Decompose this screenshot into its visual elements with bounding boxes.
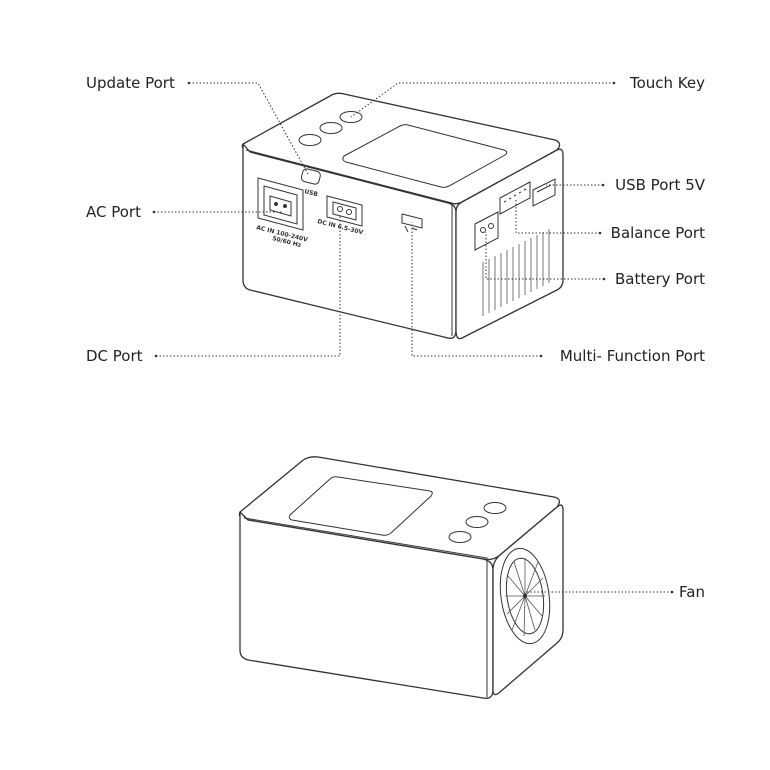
leader-battery-port xyxy=(485,232,604,280)
leader-lines xyxy=(152,81,674,594)
multi-function-port-icon[interactable] xyxy=(401,213,423,233)
front-face-2 xyxy=(239,511,494,699)
update-port-icon[interactable] xyxy=(300,168,322,185)
touch-key-5-icon[interactable] xyxy=(465,516,489,528)
device-rear-view: USB AC IN 100-240V 50/60 Hz DC IN 6.5-30… xyxy=(241,92,564,340)
display-screen xyxy=(342,124,508,188)
label-multi-function-port: Multi- Function Port xyxy=(560,347,705,365)
touch-key-3-icon[interactable] xyxy=(298,134,322,146)
label-update-port: Update Port xyxy=(86,74,175,92)
device-front-view xyxy=(238,456,564,699)
ac-port-icon[interactable] xyxy=(257,177,304,231)
battery-port-icon[interactable] xyxy=(474,211,499,251)
touch-key-6-icon[interactable] xyxy=(448,531,472,543)
leader-balance-port xyxy=(515,200,600,234)
display-screen-2 xyxy=(288,476,433,536)
balance-port-icon[interactable] xyxy=(499,181,531,215)
touch-key-4-icon[interactable] xyxy=(483,502,507,514)
callout-labels: Update Port AC Port DC Port Touch Key US… xyxy=(86,74,706,601)
usb-marking: USB xyxy=(304,188,319,198)
label-ac-port: AC Port xyxy=(86,203,141,221)
fan-icon xyxy=(499,547,551,645)
side-vent-grill xyxy=(482,229,550,316)
dc-port-icon[interactable] xyxy=(326,195,363,227)
label-fan: Fan xyxy=(679,583,705,601)
label-touch-key: Touch Key xyxy=(629,74,705,92)
label-balance-port: Balance Port xyxy=(611,224,705,242)
touch-key-2-icon[interactable] xyxy=(319,122,343,134)
leader-multi-function-port xyxy=(411,222,541,357)
label-battery-port: Battery Port xyxy=(615,270,705,288)
usb-port-5v-icon[interactable] xyxy=(532,178,556,207)
label-usb-port-5v: USB Port 5V xyxy=(615,176,706,194)
leader-dc-port xyxy=(156,215,341,357)
label-dc-port: DC Port xyxy=(86,347,143,365)
